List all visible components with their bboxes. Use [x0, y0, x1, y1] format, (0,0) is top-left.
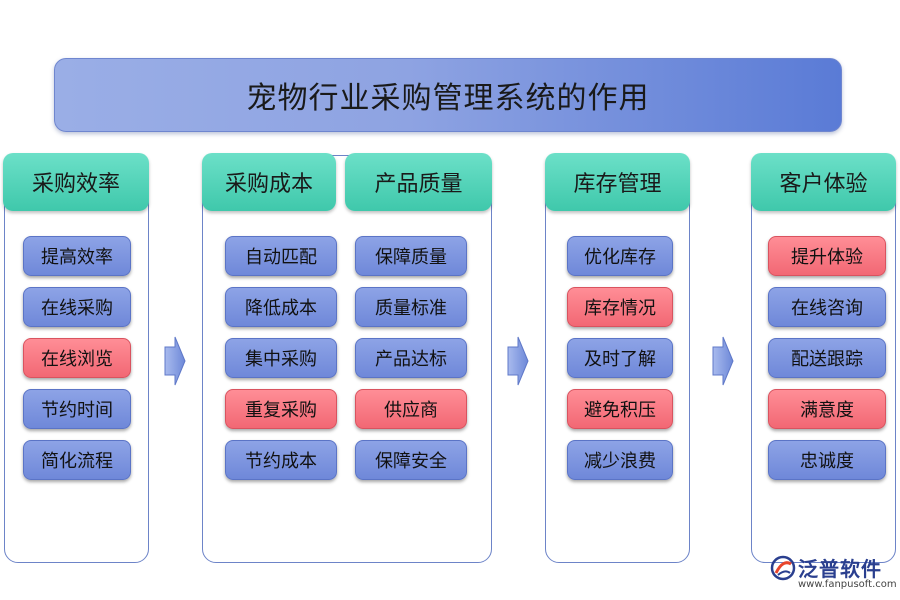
diagram-title: 宠物行业采购管理系统的作用 — [54, 58, 842, 132]
arrow-right-icon — [712, 336, 734, 386]
item-experience-4: 忠诚度 — [768, 440, 886, 480]
item-experience-3: 满意度 — [768, 389, 886, 429]
item-cost-1: 降低成本 — [225, 287, 337, 327]
item-cost-4: 节约成本 — [225, 440, 337, 480]
item-experience-2: 配送跟踪 — [768, 338, 886, 378]
item-cost-3: 重复采购 — [225, 389, 337, 429]
item-cost-0: 自动匹配 — [225, 236, 337, 276]
brand-url: www.fanpusoft.com — [798, 579, 897, 590]
item-inventory-0: 优化库存 — [567, 236, 673, 276]
header-experience: 客户体验 — [751, 153, 896, 211]
header-efficiency: 采购效率 — [3, 153, 149, 211]
item-efficiency-3: 节约时间 — [23, 389, 131, 429]
item-efficiency-1: 在线采购 — [23, 287, 131, 327]
item-quality-1: 质量标准 — [355, 287, 467, 327]
brand-name: 泛普软件 — [798, 557, 882, 581]
item-experience-1: 在线咨询 — [768, 287, 886, 327]
item-inventory-1: 库存情况 — [567, 287, 673, 327]
item-quality-0: 保障质量 — [355, 236, 467, 276]
item-inventory-4: 减少浪费 — [567, 440, 673, 480]
arrow-right-icon — [507, 336, 529, 386]
item-inventory-3: 避免积压 — [567, 389, 673, 429]
item-inventory-2: 及时了解 — [567, 338, 673, 378]
header-inventory: 库存管理 — [545, 153, 690, 211]
item-cost-2: 集中采购 — [225, 338, 337, 378]
item-efficiency-0: 提高效率 — [23, 236, 131, 276]
header-quality: 产品质量 — [345, 153, 492, 211]
item-quality-3: 供应商 — [355, 389, 467, 429]
fanpu-logo-icon — [770, 555, 796, 581]
item-quality-4: 保障安全 — [355, 440, 467, 480]
header-cost: 采购成本 — [202, 153, 336, 211]
item-efficiency-4: 简化流程 — [23, 440, 131, 480]
arrow-right-icon — [164, 336, 186, 386]
brand-logo: 泛普软件 www.fanpusoft.com — [770, 553, 897, 598]
item-experience-0: 提升体验 — [768, 236, 886, 276]
item-quality-2: 产品达标 — [355, 338, 467, 378]
item-efficiency-2: 在线浏览 — [23, 338, 131, 378]
